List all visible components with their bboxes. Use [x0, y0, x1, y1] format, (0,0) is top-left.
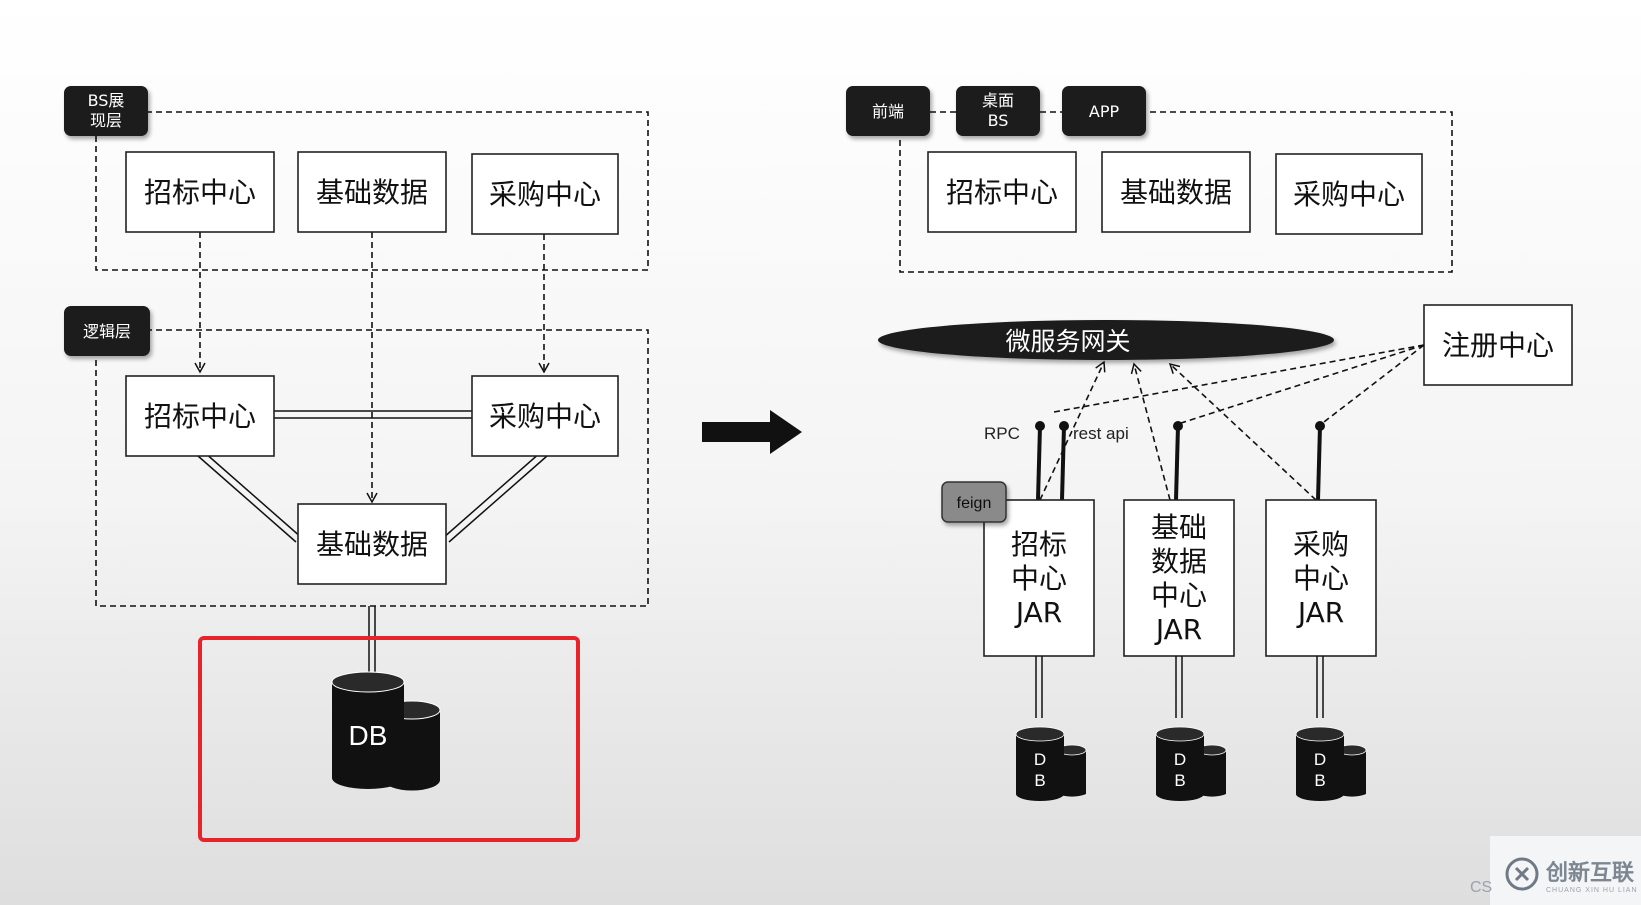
registry-box: 注册中心 [1423, 304, 1573, 386]
logic-connectors [197, 410, 548, 672]
db-label: DB [349, 720, 388, 751]
tag-app-label: APP [1089, 102, 1120, 121]
presentation-box-bidding-label: 招标中心 [144, 176, 256, 209]
arrow-bidding-to-gateway [1039, 360, 1106, 501]
watermark-prefix: CS [1470, 879, 1492, 896]
tag-app: APP [1062, 86, 1146, 136]
gateway-label: 微服务网关 [1005, 327, 1130, 356]
watermark: CS 创新互联 CHUANG XIN HU LIAN [1470, 836, 1641, 905]
logic-layer-frame [95, 329, 649, 607]
watermark-brand-en: CHUANG XIN HU LIAN [1546, 887, 1638, 894]
db-highlight-frame [198, 636, 580, 842]
registry-label: 注册中心 [1442, 329, 1554, 362]
tag-presentation-layer: BS展现层 [64, 86, 148, 136]
service-stems [1035, 421, 1325, 501]
frontend-box-base: 基础数据 [1101, 151, 1251, 233]
frontend-box-purchase: 采购中心 [1275, 153, 1423, 235]
tag-presentation-layer-label: BS展现层 [88, 91, 125, 130]
tag-logic-layer-label: 逻辑层 [83, 322, 131, 341]
tag-frontend: 前端 [846, 86, 930, 136]
presentation-box-bidding: 招标中心 [125, 151, 275, 233]
rest-api-label: rest api [1073, 424, 1129, 443]
registry-links [1053, 344, 1425, 426]
arrow-base-to-gateway [1130, 362, 1171, 501]
tag-frontend-label: 前端 [872, 102, 904, 121]
logic-box-purchase-label: 采购中心 [489, 400, 601, 433]
gateway: 微服务网关 [878, 320, 1334, 360]
arrow-purchase-to-gateway [1168, 362, 1317, 501]
watermark-brand: 创新互联 [1545, 860, 1634, 886]
frontend-box-bidding-label: 招标中心 [946, 176, 1058, 209]
logic-box-bidding-label: 招标中心 [144, 400, 256, 433]
presentation-box-purchase: 采购中心 [471, 153, 619, 235]
logic-box-bidding: 招标中心 [125, 375, 275, 457]
jar-db-connectors [1035, 656, 1324, 718]
frontend-box-base-label: 基础数据 [1120, 176, 1232, 209]
feign-label: feign [957, 495, 992, 512]
transition-arrow [702, 410, 802, 454]
presentation-box-base-label: 基础数据 [316, 176, 428, 209]
presentation-box-base: 基础数据 [297, 151, 447, 233]
logic-box-base: 基础数据 [297, 503, 447, 585]
tag-feign: feign [941, 481, 1007, 523]
presentation-layer-frame [95, 111, 649, 271]
rpc-label: RPC [984, 424, 1020, 443]
frontend-frame [899, 111, 1453, 273]
watermark-logo-icon [1505, 857, 1539, 891]
presentation-box-purchase-label: 采购中心 [489, 178, 601, 211]
tag-logic-layer: 逻辑层 [64, 306, 150, 356]
logic-box-base-label: 基础数据 [316, 528, 428, 561]
logic-box-purchase: 采购中心 [471, 375, 619, 457]
frontend-box-purchase-label: 采购中心 [1293, 178, 1405, 211]
db-icon: DB [331, 671, 441, 791]
frontend-box-bidding: 招标中心 [927, 151, 1077, 233]
